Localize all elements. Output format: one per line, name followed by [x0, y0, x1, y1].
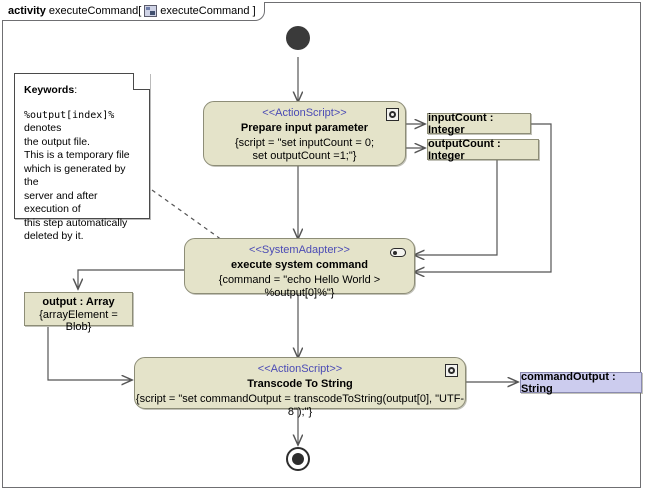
frame-name: executeCommand[	[48, 5, 142, 17]
note-line6: this step automatically	[24, 216, 128, 229]
execute-title: execute system command	[231, 259, 368, 271]
frame-keyword: activity	[8, 5, 46, 17]
activity-icon	[144, 5, 158, 17]
prepare-title: Prepare input parameter	[240, 122, 369, 134]
script-badge-icon	[445, 364, 458, 377]
script-badge-icon	[386, 108, 399, 121]
note-line3: This is a temporary file	[24, 149, 130, 161]
prepare-body-line1: {script = "set inputCount = 0;	[234, 137, 375, 149]
note-token: %output[index]%	[24, 109, 115, 121]
activity-final-node	[286, 447, 310, 471]
keywords-note: Keywords: %output[index]% denotes the ou…	[14, 72, 150, 242]
diagram-frame-label: activity executeCommand[ executeCommand …	[2, 2, 265, 21]
action-prepare-input-parameter[interactable]: <<ActionScript>> Prepare input parameter…	[203, 101, 406, 166]
note-line7: deleted by it.	[24, 230, 84, 242]
pin-command-output[interactable]: commandOutput : String	[520, 371, 642, 395]
note-title: Keywords	[24, 84, 75, 96]
output-array-subtitle: {arrayElement = Blob}	[39, 309, 118, 333]
frame-inner-name: executeCommand ]	[160, 5, 256, 17]
transcode-body-line1: {script = "set commandOutput = transcode…	[135, 393, 465, 418]
note-line4: which is generated by the	[24, 162, 126, 189]
pin-output-count[interactable]: outputCount : Integer	[427, 138, 539, 162]
prepare-body-line2: set outputCount =1;"}	[252, 150, 357, 162]
action-execute-system-command[interactable]: <<SystemAdapter>> execute system command…	[184, 238, 415, 299]
note-line2: the output file.	[24, 135, 90, 148]
output-array-title: output : Array	[42, 296, 115, 308]
pin-input-count[interactable]: inputCount : Integer	[427, 112, 531, 136]
note-fold-corner	[133, 72, 150, 90]
execute-stereotype: <<SystemAdapter>>	[249, 244, 350, 256]
action-transcode-to-string[interactable]: <<ActionScript>> Transcode To String {sc…	[134, 357, 466, 418]
note-text: Keywords: %output[index]% denotes the ou…	[15, 74, 149, 254]
note-line5: server and after execution of	[24, 189, 98, 216]
initial-node	[286, 26, 310, 50]
transcode-title: Transcode To String	[247, 378, 353, 390]
prepare-stereotype: <<ActionScript>>	[262, 107, 347, 119]
transcode-stereotype: <<ActionScript>>	[257, 363, 343, 375]
adapter-badge-icon	[390, 248, 406, 257]
execute-body-line1: {command = "echo Hello World > %output[0…	[218, 274, 381, 299]
note-line1: denotes	[24, 122, 62, 134]
note-colon: :	[74, 84, 78, 96]
object-node-output-array[interactable]: output : Array {arrayElement = Blob}	[24, 292, 133, 333]
